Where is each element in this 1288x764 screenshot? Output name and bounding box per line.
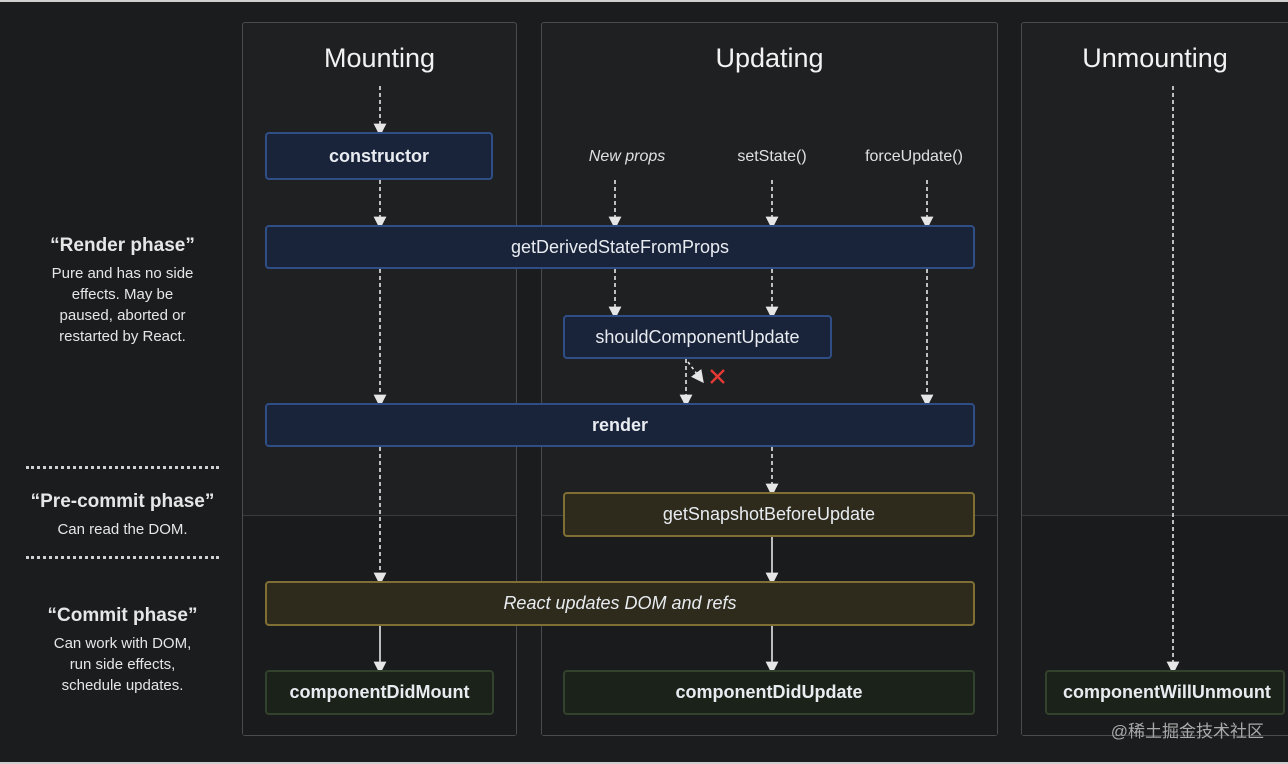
watermark: @稀土掘金技术社区: [1110, 722, 1264, 741]
component-did-mount-box: componentDidMount: [265, 670, 494, 715]
react-updates-dom-box: React updates DOM and refs: [265, 581, 975, 626]
component-did-update-box: componentDidUpdate: [563, 670, 975, 715]
commit-phase-desc-line: Can work with DOM,: [53, 635, 192, 652]
should-component-update-box: shouldComponentUpdate: [563, 315, 832, 359]
updating-title: Updating: [715, 43, 824, 73]
commit-phase-title: “Commit phase”: [47, 605, 198, 626]
render-phase-label: “Render phase” Pure and has no side effe…: [20, 235, 225, 347]
render-phase-desc-line: restarted by React.: [59, 328, 186, 345]
commit-phase-label: “Commit phase” Can work with DOM, run si…: [20, 605, 225, 696]
unmounting-column: Unmounting: [1021, 22, 1288, 736]
reject-x-mark: [710, 369, 725, 384]
trigger-setstate: setState(): [737, 148, 807, 165]
frame-top-edge: [0, 0, 1288, 2]
component-will-unmount-box: componentWillUnmount: [1045, 670, 1285, 715]
render-box: render: [265, 403, 975, 447]
precommit-phase-title: “Pre-commit phase”: [30, 491, 215, 512]
render-phase-title: “Render phase”: [50, 235, 195, 256]
precommit-phase-desc-line: Can read the DOM.: [57, 521, 188, 538]
mounting-title: Mounting: [323, 43, 436, 73]
render-phase-desc-line: paused, aborted or: [59, 307, 186, 324]
precommit-phase-label: “Pre-commit phase” Can read the DOM.: [20, 491, 225, 540]
frame-bottom-edge: [0, 762, 1288, 764]
trigger-new-props: New props: [588, 148, 666, 165]
get-derived-state-from-props-box: getDerivedStateFromProps: [265, 225, 975, 269]
trigger-forceupdate: forceUpdate(): [865, 148, 963, 165]
constructor-box: constructor: [265, 132, 493, 180]
phase-divider: [26, 466, 219, 469]
arrow-scu-rejected: [687, 361, 704, 384]
get-snapshot-before-update-box: getSnapshotBeforeUpdate: [563, 492, 975, 537]
commit-phase-desc-line: schedule updates.: [61, 677, 184, 694]
commit-phase-desc-line: run side effects,: [69, 656, 176, 673]
render-phase-desc-line: effects. May be: [71, 286, 174, 303]
phase-divider: [26, 556, 219, 559]
unmounting-title: Unmounting: [1082, 43, 1228, 73]
render-phase-desc-line: Pure and has no side: [51, 265, 194, 282]
